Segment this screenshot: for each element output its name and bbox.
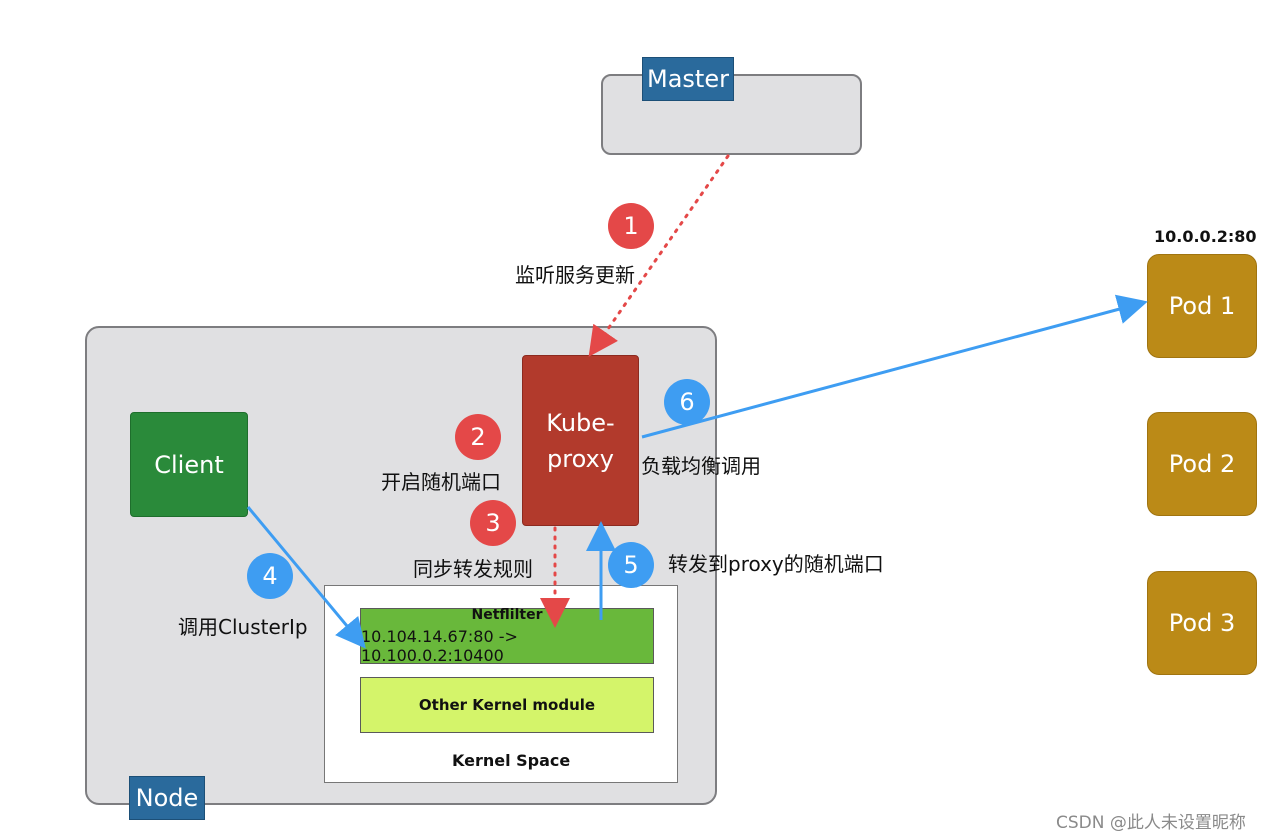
step-6-badge: 6 [664,379,710,425]
pod-address: 10.0.0.2:80 [1154,227,1257,246]
step-4-label: 调用ClusterIp [178,615,308,639]
master-label: Master [642,57,734,101]
netfilter-title: Netflilter [471,607,543,623]
step-3-badge: 3 [470,500,516,546]
client-box: Client [130,412,248,517]
other-kernel-module-box: Other Kernel module [360,677,654,733]
watermark: CSDN @此人未设置昵称 [1056,813,1246,833]
step-1-label: 监听服务更新 [515,263,635,287]
client-label: Client [154,450,224,479]
step-2-label: 开启随机端口 [381,470,501,494]
arrow-watch-service [588,154,730,357]
kube-proxy-label-line1: Kube- [546,408,615,437]
arrow-call-clusterip [246,506,366,649]
step-3-label: 同步转发规则 [413,557,533,581]
netfilter-rule: 10.104.14.67:80 -> 10.100.0.2:10400 [361,627,518,665]
kernel-space-label: Kernel Space [452,751,571,770]
step-5-badge: 5 [608,542,654,588]
step-5-label: 转发到proxy的随机端口 [668,552,884,576]
pod-3: Pod 3 [1147,571,1257,675]
other-kernel-module-label: Other Kernel module [418,696,596,714]
node-label: Node [129,776,205,820]
step-2-badge: 2 [455,414,501,460]
step-6-label: 负载均衡调用 [641,454,761,478]
netfilter-box: Netflilter 10.104.14.67:80 -> 10.100.0.2… [360,607,654,665]
pod-2: Pod 2 [1147,412,1257,516]
kube-proxy-label-line2: proxy [547,444,614,473]
kube-proxy-box: Kube- proxy [522,355,639,526]
pod-1: Pod 1 [1147,254,1257,358]
step-4-badge: 4 [247,553,293,599]
step-1-badge: 1 [608,203,654,249]
arrow-load-balance [641,294,1148,439]
